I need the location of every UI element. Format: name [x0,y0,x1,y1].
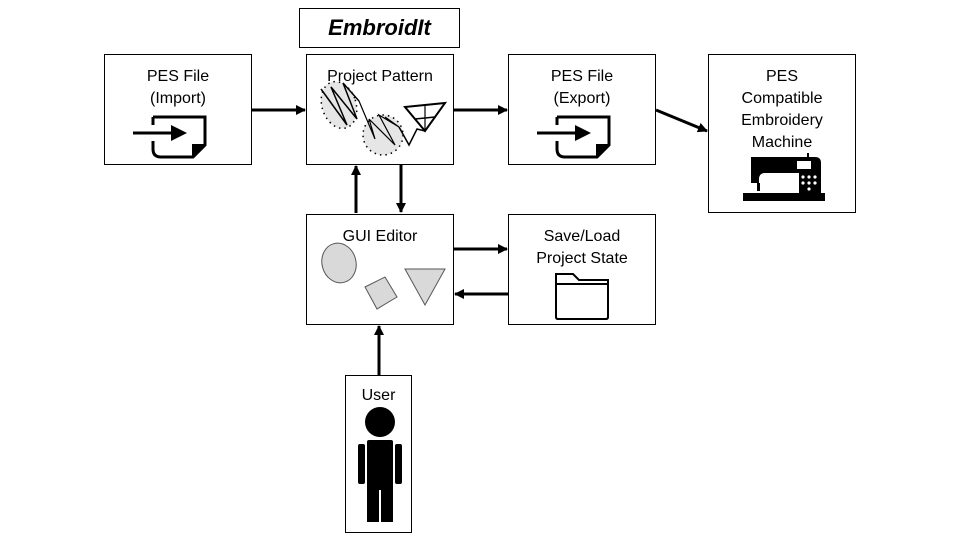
node-label-line: PES File [146,68,210,85]
node-label-line: Project Pattern [327,68,433,85]
arrow-export-to-machine [655,108,708,133]
node-label-line: GUI Editor [342,228,418,245]
title-box: EmbroidIt [299,8,460,48]
node-pes-import: PES File (Import) [104,54,252,165]
file-import-icon [133,115,207,159]
node-save-load: Save/Load Project State [508,214,656,325]
node-label-line: Project State [536,250,628,267]
node-embroidery-machine: PES Compatible Embroidery Machine [708,54,856,213]
node-label-line: (Export) [553,90,611,107]
node-label-line: (Import) [150,90,206,107]
node-user: User [345,375,412,533]
node-label-line: Embroidery [741,112,823,129]
node-label-line: Compatible [741,90,823,107]
node-label-line: User [361,387,396,404]
node-gui-editor: GUI Editor [306,214,454,325]
file-export-icon [537,115,611,159]
folder-icon [555,273,609,320]
diagram-title: EmbroidIt [328,15,431,40]
person-icon [358,407,402,522]
sewing-machine-icon [743,153,825,201]
node-project-pattern: Project Pattern [306,54,454,165]
node-label-line: Save/Load [543,228,621,245]
node-label-line: PES File [550,68,614,85]
stitch-pattern-icon [320,80,448,156]
shapes-icon [321,242,446,310]
node-label-line: Machine [751,134,813,151]
node-pes-export: PES File (Export) [508,54,656,165]
node-label-line: PES [765,68,798,85]
